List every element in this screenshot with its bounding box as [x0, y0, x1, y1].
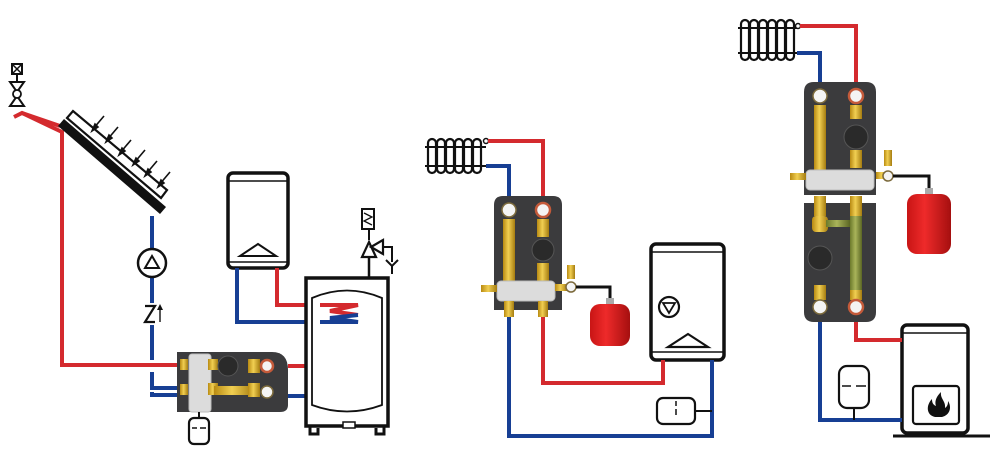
scheme-two-circuit — [738, 18, 990, 438]
gauge-hot-icon — [847, 298, 865, 316]
safety-valve-icon — [360, 208, 399, 278]
solar-supply-pipe — [13, 110, 178, 367]
solar-collector-icon — [58, 109, 169, 214]
pump-station-direct-circuit — [790, 82, 894, 195]
scheme-solar — [8, 63, 399, 446]
pump-icon — [531, 238, 555, 262]
expansion-vessel-small-icon — [837, 364, 871, 420]
boiler-supply-pipe — [854, 322, 902, 342]
air-vent-icon — [8, 63, 26, 107]
solar-return-pipe-lower2 — [150, 392, 178, 397]
gauge-cold-icon — [812, 88, 828, 104]
gauge-cold-icon — [260, 385, 274, 399]
vessel-connection-pipe — [576, 285, 612, 300]
pump-icon — [807, 245, 833, 271]
expansion-vessel-red-icon — [907, 188, 951, 254]
radiator-icon — [425, 137, 490, 175]
indirect-tank-icon — [304, 276, 390, 436]
pump-station-mixing-circuit — [804, 196, 876, 322]
flame-icon — [927, 392, 950, 417]
radiator-icon — [738, 18, 802, 62]
coil-cold — [320, 313, 359, 324]
solar-collector-hot-pipe — [21, 111, 61, 128]
expansion-vessel-small-icon — [655, 396, 712, 426]
radiator-return-pipe — [797, 51, 822, 85]
pump-icon — [843, 124, 869, 150]
radiator-return-pipe — [486, 164, 511, 200]
gauge-cold-icon — [812, 299, 828, 315]
vessel-connection-pipe — [893, 174, 931, 190]
gauge-cold-icon — [501, 202, 517, 218]
coil-hot — [320, 303, 359, 317]
pump-station-with-separator — [481, 196, 577, 317]
expansion-vessel-small-icon — [187, 416, 211, 446]
scheme-single-circuit — [425, 137, 726, 438]
solar-return-pipe-lower — [150, 372, 178, 390]
gauge-hot-icon — [534, 201, 552, 219]
wall-boiler-icon — [226, 171, 290, 270]
floor-boiler-icon — [893, 323, 990, 438]
boiler-return-pipe — [507, 317, 714, 438]
expansion-vessel-red-icon — [590, 298, 630, 346]
gauge-hot-icon — [847, 87, 865, 105]
boiler-supply-pipe — [541, 317, 665, 385]
gauge-hot-icon — [259, 358, 275, 374]
circulation-pump-icon — [136, 247, 168, 279]
solar-pump-station — [177, 352, 288, 413]
radiator-supply-pipe — [800, 24, 858, 85]
boiler-return-pipe — [818, 322, 902, 422]
combi-boiler-icon — [649, 242, 726, 362]
sun-rays-icon — [90, 115, 171, 190]
pump-icon — [217, 355, 239, 377]
radiator-supply-pipe — [488, 139, 545, 200]
check-valve-icon — [142, 303, 163, 325]
